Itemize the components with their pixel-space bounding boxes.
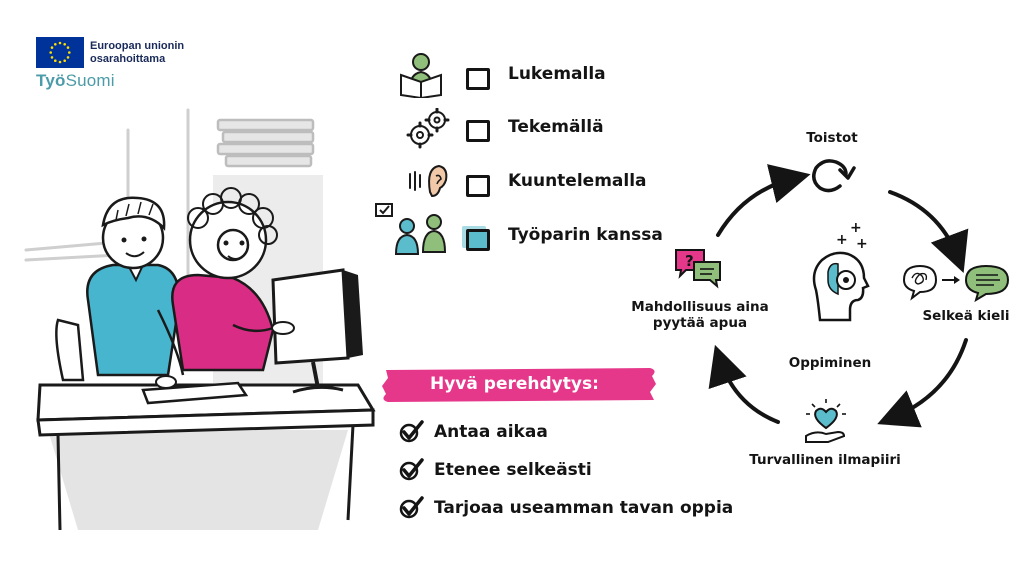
- onboarding-item-3: Tarjoaa useamman tavan oppia: [434, 498, 734, 518]
- cycle-node-right: Selkeä kieli: [922, 308, 1010, 324]
- pink-banner: [382, 368, 656, 402]
- arrow-top-to-right: [888, 190, 969, 273]
- brand-suffix: Suomi: [65, 71, 115, 90]
- ear-icon: [409, 164, 448, 198]
- gears-icon: [406, 108, 450, 149]
- onboarding-item-1: Antaa aikaa: [434, 422, 548, 442]
- pair-people-icon: [375, 203, 447, 255]
- desk-shadow: [48, 430, 348, 530]
- brand-prefix: Työ: [36, 71, 66, 90]
- chair: [55, 318, 85, 382]
- eu-funding-text: Euroopan unionin osarahoittama: [90, 40, 184, 66]
- man-hand: [155, 375, 177, 389]
- good-onboarding-title: Hyvä perehdytys:: [430, 374, 599, 394]
- eu-logo: [36, 37, 84, 68]
- eu-text-line2: osarahoittama: [90, 53, 166, 65]
- svg-text:+: +: [856, 236, 868, 252]
- speech-bubbles-icon: [902, 264, 1010, 303]
- reading-person-icon: [400, 53, 442, 98]
- svg-text:+: +: [850, 220, 862, 236]
- man-figure: [86, 196, 185, 377]
- onboarding-item-2: Etenee selkeästi: [434, 460, 592, 480]
- cycle-center-label: Oppiminen: [788, 355, 872, 371]
- checkmark-icon: [399, 458, 424, 481]
- cycle-node-bottom: Turvallinen ilmapiiri: [749, 452, 901, 468]
- method-label-lukemalla: Lukemalla: [508, 64, 606, 84]
- paper-stack: [216, 118, 315, 168]
- checkbox-tekemalla[interactable]: [466, 120, 490, 142]
- head-gear-icon: +++: [812, 220, 870, 322]
- woman-hand: [271, 321, 295, 335]
- method-label-tyoparin-kanssa: Työparin kanssa: [508, 225, 663, 245]
- checkmark-icon: [399, 496, 424, 519]
- desk: [36, 383, 376, 531]
- cycle-node-left-line1: Mahdollisuus aina: [631, 299, 769, 315]
- cycle-arrows: [708, 164, 969, 428]
- arrow-left-to-top: [716, 164, 811, 237]
- cycle-node-left: Mahdollisuus aina pyytää apua: [630, 299, 770, 331]
- method-label-tekemalla: Tekemällä: [508, 117, 604, 137]
- question-speech-icon: ?: [675, 249, 721, 289]
- computer-monitor: [271, 268, 363, 394]
- svg-text:?: ?: [685, 252, 694, 270]
- arrow-bottom-to-left: [708, 344, 780, 424]
- method-label-kuuntelemalla: Kuuntelemalla: [508, 171, 647, 191]
- checkmark-icon: [399, 420, 424, 443]
- office-illustration: [24, 108, 376, 531]
- tyosuomi-logo: TyöSuomi: [36, 71, 115, 91]
- checkbox-lukemalla[interactable]: [466, 68, 490, 90]
- heart-hand-icon: [805, 399, 846, 443]
- cycle-node-top: Toistot: [806, 130, 858, 146]
- svg-text:+: +: [836, 232, 848, 248]
- arrow-right-to-bottom: [877, 338, 968, 428]
- repeat-icon: [812, 159, 856, 193]
- cycle-node-left-line2: pyytää apua: [652, 315, 748, 331]
- keyboard: [141, 381, 249, 405]
- checkbox-kuuntelemalla[interactable]: [466, 175, 490, 197]
- eu-text-line1: Euroopan unionin: [90, 40, 185, 52]
- checkbox-tyoparin-kanssa[interactable]: [466, 229, 490, 251]
